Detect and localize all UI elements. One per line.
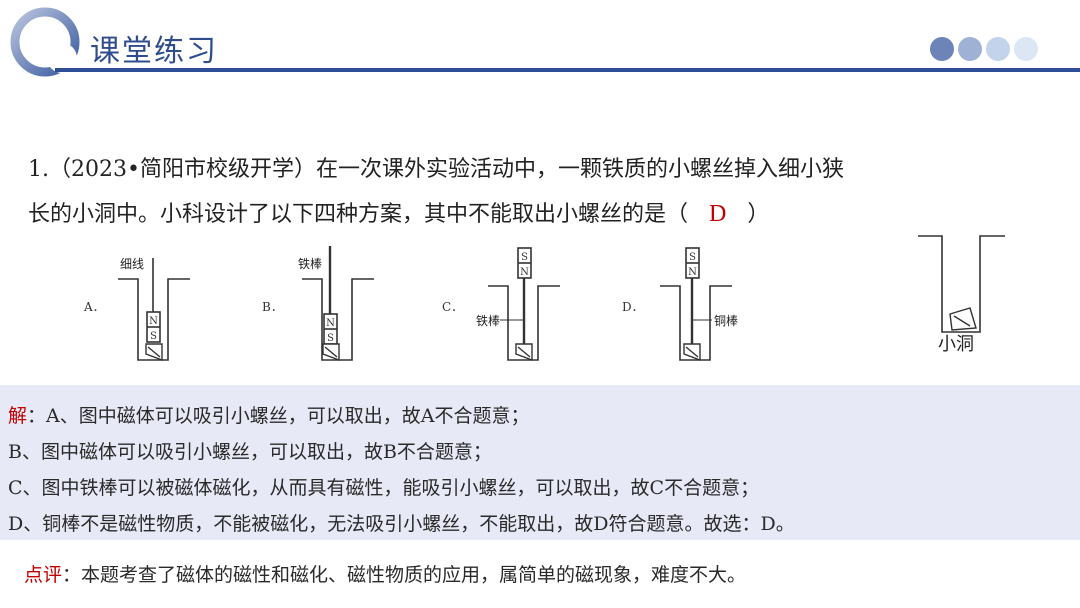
figure-c-pole-bottom: N bbox=[520, 267, 529, 278]
figure-c-pole-top: S bbox=[521, 252, 528, 263]
header-ring-logo bbox=[10, 7, 80, 77]
figure-b-label: 铁棒 bbox=[298, 257, 322, 271]
figure-hole-outline bbox=[918, 235, 1005, 333]
figure-b-pole-bottom: S bbox=[327, 333, 334, 344]
figure-a-pole-bottom: S bbox=[150, 331, 157, 342]
figure-c-letter: C． bbox=[442, 300, 463, 314]
comment-text: ：本题考查了磁体的磁性和磁化、磁性物质的应用，属简单的磁现象，难度不大。 bbox=[62, 564, 747, 586]
comment-prefix: 点评 bbox=[24, 564, 63, 586]
decorative-dots bbox=[930, 37, 1038, 61]
solution-box: 解：A、图中磁体可以吸引小螺丝，可以取出，故A不合题意； B、图中磁体可以吸引小… bbox=[0, 385, 1080, 540]
solution-line-1-text: ：A、图中磁体可以吸引小螺丝，可以取出，故A不合题意； bbox=[27, 405, 530, 427]
slide-header: 课堂练习 bbox=[0, 0, 1080, 80]
figure-b-letter: B． bbox=[262, 300, 283, 314]
experiment-diagrams: A． B． C． D． 细线 铁棒 铁棒 铜棒 N S N S S N S N … bbox=[83, 235, 1005, 362]
solution-line-3: C、图中铁棒可以被磁体磁化，从而具有磁性，能吸引小螺丝，可以取出，故C不合题意； bbox=[8, 477, 760, 499]
solution-line-1: 解：A、图中磁体可以吸引小螺丝，可以取出，故A不合题意； bbox=[8, 401, 529, 428]
figure-d-label: 铜棒 bbox=[714, 313, 738, 328]
question-line-1: 1.（2023•简阳市校级开学）在一次课外实验活动中，一颗铁质的小螺丝掉入细小狭 bbox=[28, 157, 844, 182]
question-text: 1.（2023•简阳市校级开学）在一次课外实验活动中，一颗铁质的小螺丝掉入细小狭… bbox=[28, 148, 1058, 237]
figure-a-letter: A． bbox=[83, 300, 105, 314]
figure-d-pole-top: S bbox=[689, 252, 696, 263]
figure-a-hole bbox=[118, 278, 190, 361]
figure-b-pole-top: N bbox=[326, 318, 335, 329]
figure-a-pole-top: N bbox=[149, 316, 158, 327]
header-divider bbox=[55, 68, 1080, 72]
answer-choice: D bbox=[709, 201, 727, 227]
solution-prefix: 解 bbox=[8, 405, 28, 427]
question-line-2: 长的小洞中。小科设计了以下四种方案，其中不能取出小螺丝的是（ D ） bbox=[28, 192, 1058, 237]
figure-hole-label: 小洞 bbox=[938, 334, 974, 355]
question-line-2-end: ） bbox=[747, 202, 770, 227]
figure-b-hole bbox=[302, 278, 374, 361]
figure-d-letter: D． bbox=[622, 300, 644, 314]
figure-hole-screw bbox=[949, 307, 977, 331]
figure-d-pole-bottom: N bbox=[688, 267, 697, 278]
figure-d-hole bbox=[660, 285, 732, 361]
page-title: 课堂练习 bbox=[90, 34, 218, 69]
solution-line-4: D、铜棒不是磁性物质，不能被磁化，无法吸引小螺丝，不能取出，故D符合题意。故选：… bbox=[8, 513, 795, 535]
comment: 点评：本题考查了磁体的磁性和磁化、磁性物质的应用，属简单的磁现象，难度不大。 bbox=[24, 560, 746, 587]
figure-area: A． B． C． D． 细线 铁棒 铁棒 铜棒 N S N S S N S N … bbox=[0, 226, 1080, 376]
solution-line-2: B、图中磁体可以吸引小螺丝，可以取出，故B不合题意； bbox=[8, 441, 492, 463]
question-line-2-text: 长的小洞中。小科设计了以下四种方案，其中不能取出小螺丝的是（ bbox=[28, 202, 689, 227]
figure-c-hole bbox=[488, 285, 560, 361]
figure-a-label: 细线 bbox=[120, 257, 144, 271]
figure-c-label: 铁棒 bbox=[476, 314, 500, 328]
